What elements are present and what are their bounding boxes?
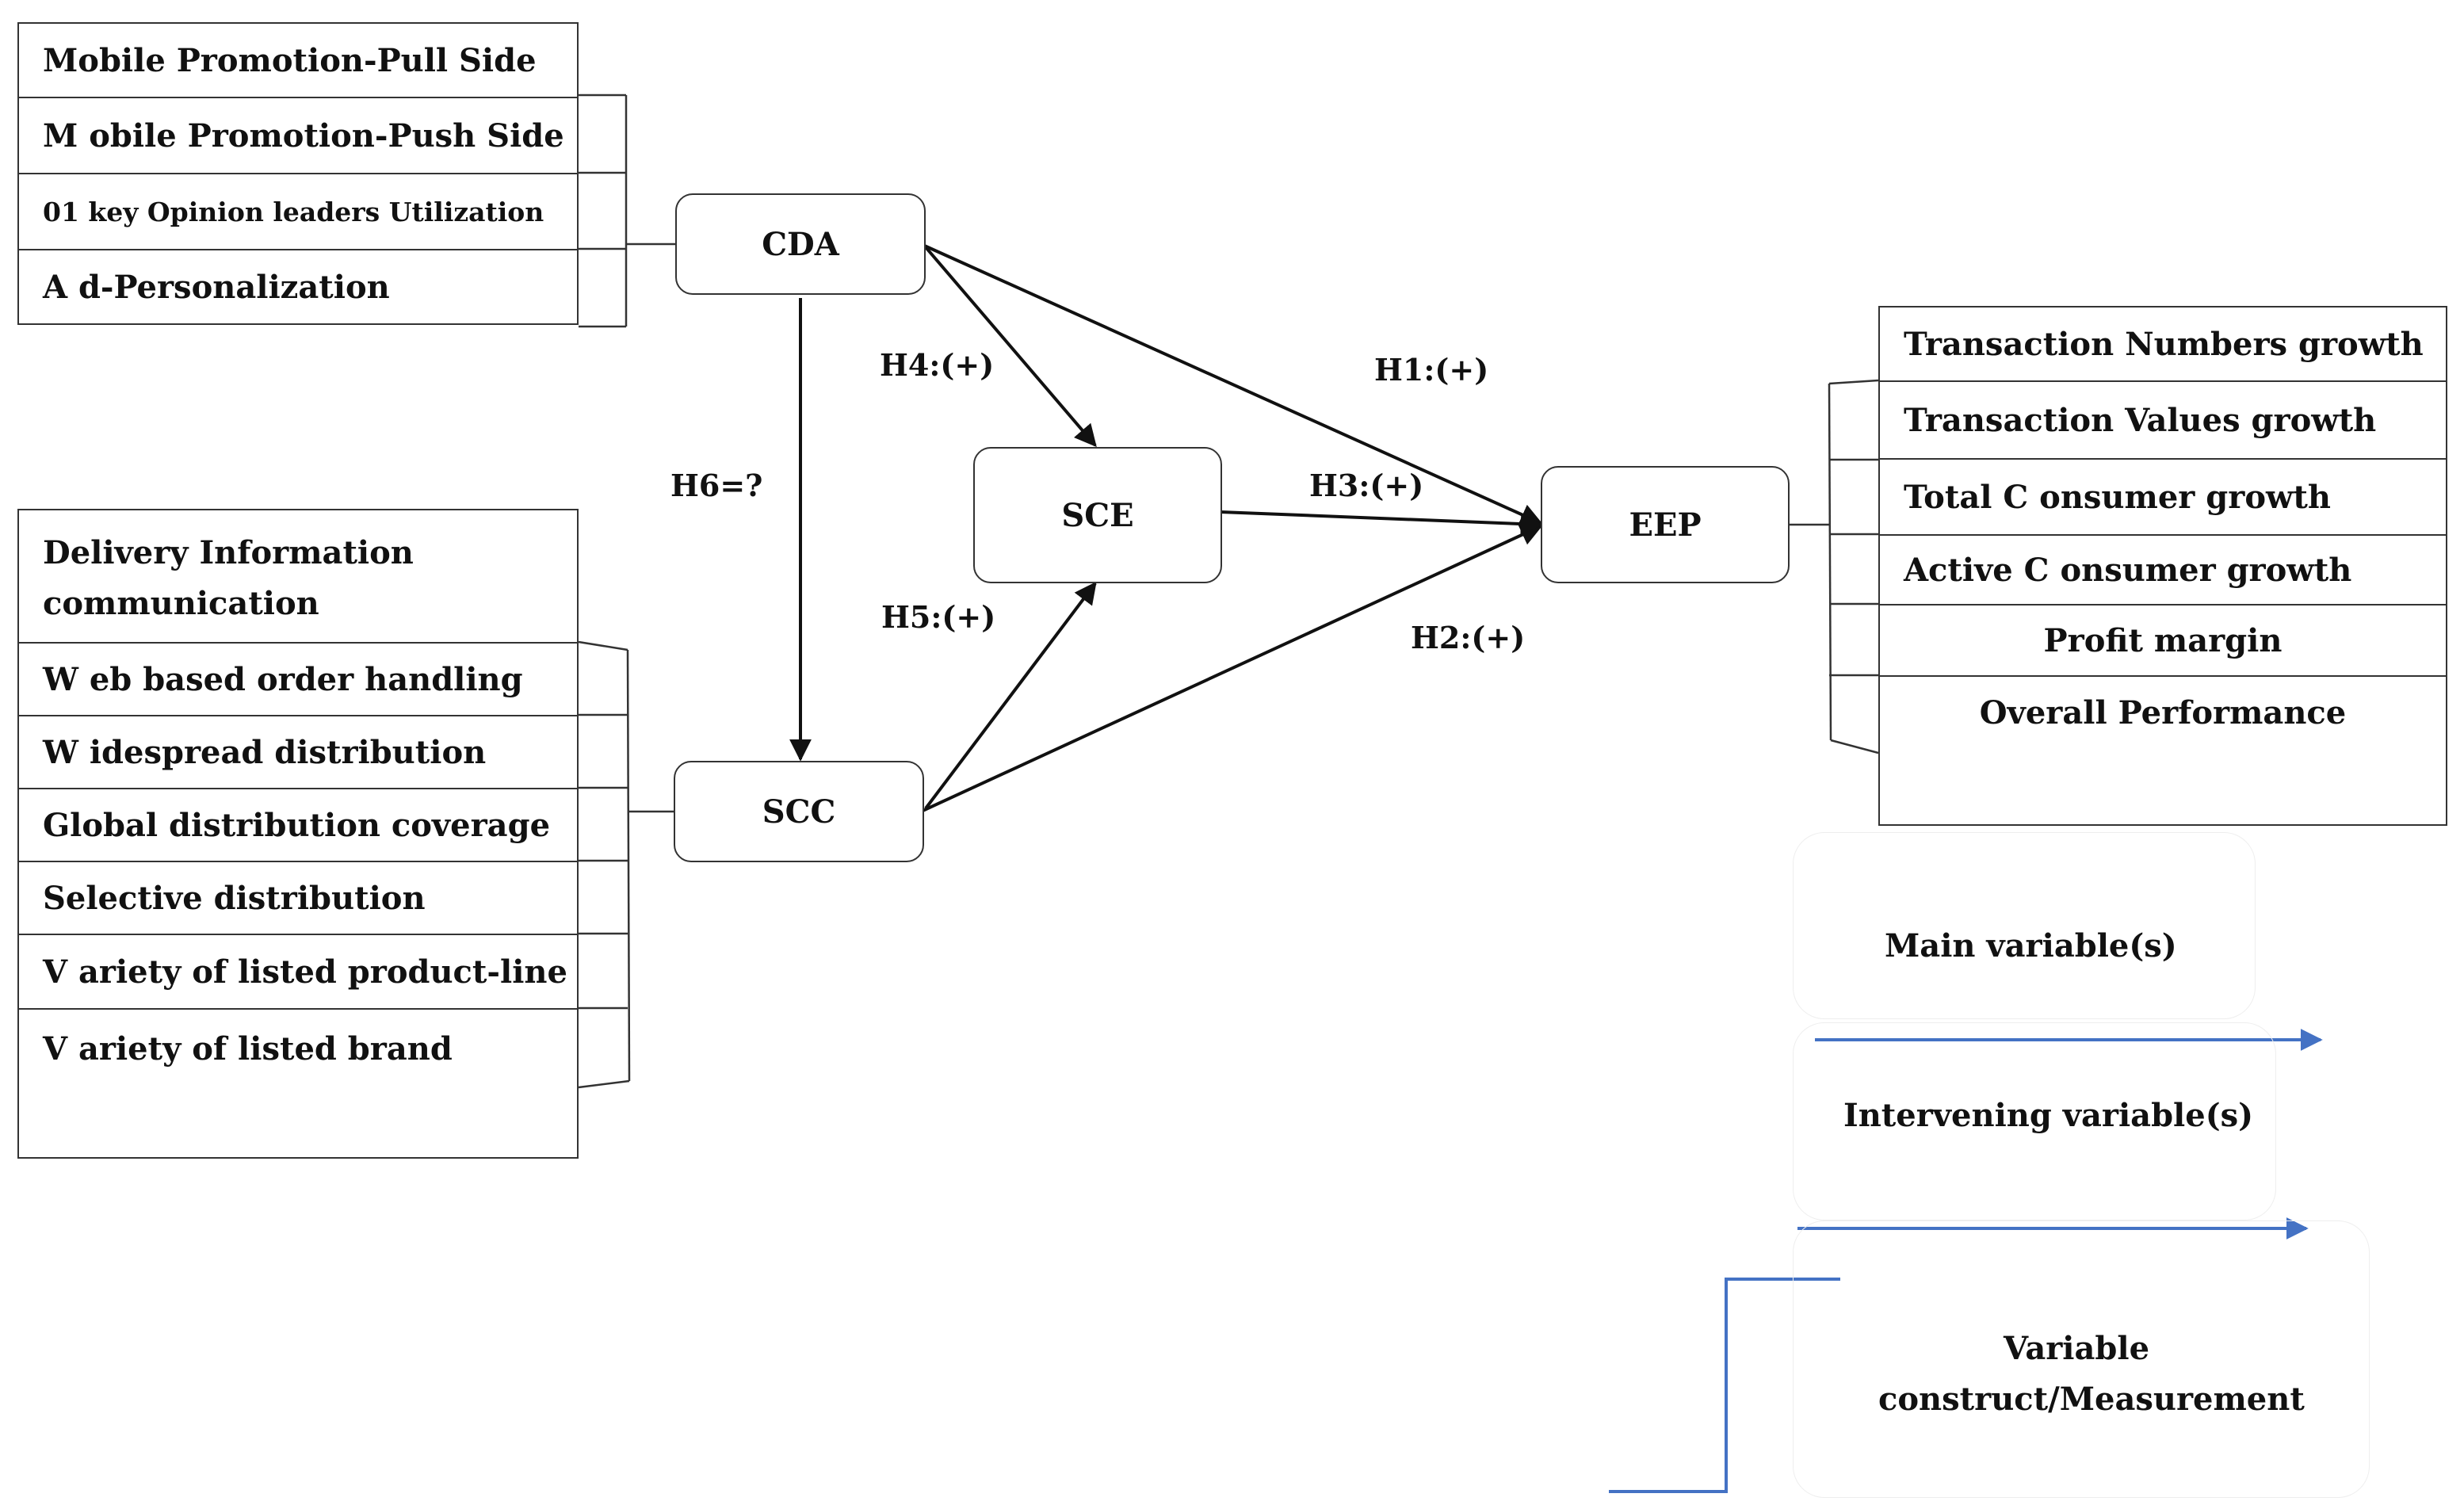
list-item: Delivery Information communication xyxy=(17,509,579,644)
list-item: A d-Personalization xyxy=(17,249,579,325)
hypothesis-h4-label: H4:(+) xyxy=(880,347,995,383)
list-item: Transaction Numbers growth xyxy=(1878,306,2447,382)
node-cda: CDA xyxy=(675,193,926,295)
list-item: Total C onsumer growth xyxy=(1878,458,2447,536)
list-item: Mobile Promotion-Pull Side xyxy=(17,22,579,98)
hypothesis-h2-label: H2:(+) xyxy=(1411,620,1526,655)
list-item: Selective distribution xyxy=(17,861,579,935)
list-item: Active C onsumer growth xyxy=(1878,534,2447,605)
node-eep: EEP xyxy=(1541,466,1790,583)
list-item: W eb based order handling xyxy=(17,642,579,716)
arrow-cda-eep xyxy=(920,243,1543,525)
list-item: Profit margin xyxy=(1878,604,2447,677)
legend-construct-label: Variable construct/Measurement xyxy=(1878,1330,2305,1418)
list-item: M obile Promotion-Push Side xyxy=(17,97,579,174)
hypothesis-h1-label: H1:(+) xyxy=(1374,352,1489,388)
node-scc: SCC xyxy=(674,761,924,862)
legend-construct-line xyxy=(1609,1278,1840,1493)
arrow-scc-sce xyxy=(924,581,1097,810)
arrow-cda-sce xyxy=(924,246,1097,448)
list-item: 01 key Opinion leaders Utilization xyxy=(17,173,579,250)
hypothesis-h3-label: H3:(+) xyxy=(1309,468,1424,503)
hypothesis-h5-label: H5:(+) xyxy=(881,599,996,635)
legend-main-label: Main variable(s) xyxy=(1885,927,2177,964)
legend-intervening-label: Intervening variable(s) xyxy=(1843,1097,2254,1134)
list-item: W idespread distribution xyxy=(17,715,579,789)
arrow-scc-eep xyxy=(920,524,1543,813)
legend-intervening-box xyxy=(1793,1022,2276,1220)
legend-construct-box xyxy=(1793,1220,2370,1498)
list-item: V ariety of listed product-line xyxy=(17,934,579,1010)
left-bottom-bracket xyxy=(578,640,631,1089)
list-item: Transaction Values growth xyxy=(1878,380,2447,460)
hypothesis-h6-label: H6=? xyxy=(670,468,763,503)
legend-main-box xyxy=(1793,832,2256,1019)
list-item: Global distribution coverage xyxy=(17,788,579,862)
list-item: V ariety of listed brand xyxy=(17,1008,579,1159)
left-top-bracket xyxy=(579,94,628,328)
arrow-sce-eep xyxy=(1220,510,1543,535)
list-item: Overall Performance xyxy=(1878,675,2447,826)
node-sce: SCE xyxy=(973,447,1222,583)
right-bracket xyxy=(1828,379,1879,754)
